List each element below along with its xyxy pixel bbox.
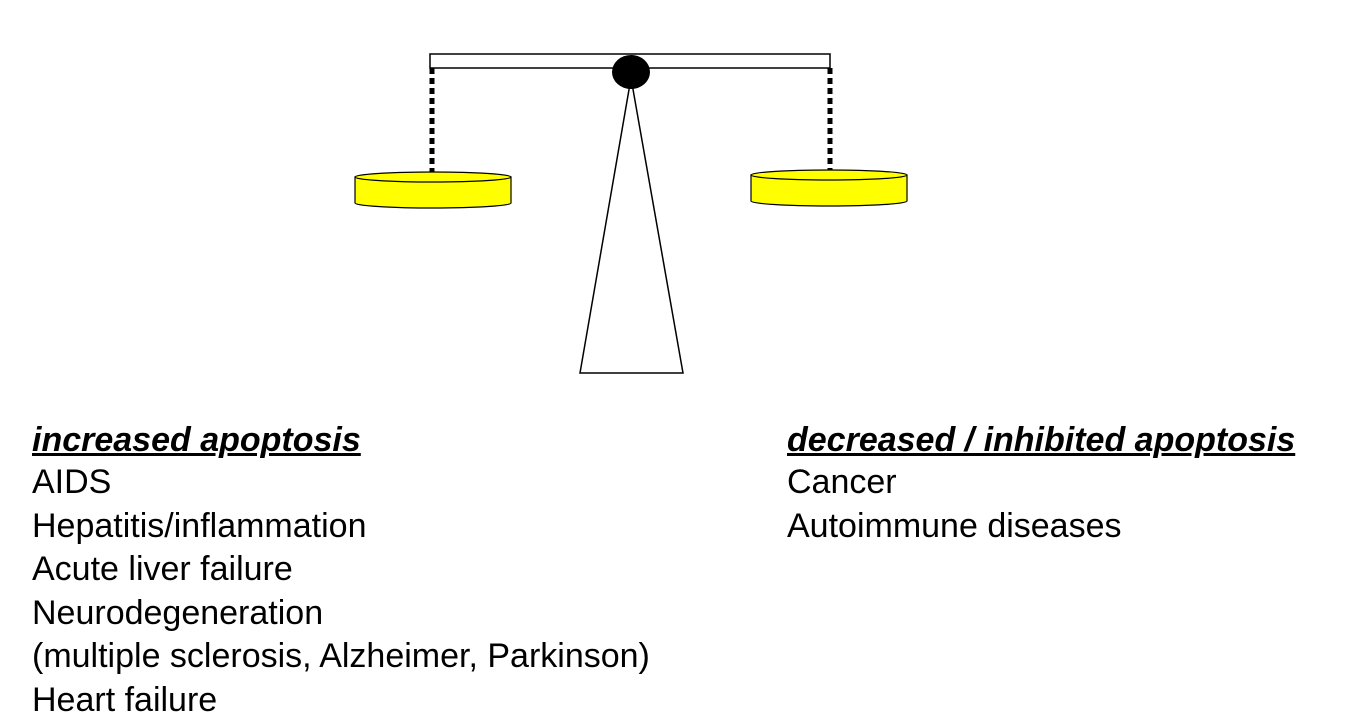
list-item: (multiple sclerosis, Alzheimer, Parkinso… [32,637,650,675]
list-item: Heart failure [32,680,218,719]
decreased-apoptosis-list: Cancer Autoimmune diseases [787,461,1295,548]
decreased-apoptosis-heading: decreased / inhibited apoptosis [787,421,1296,459]
left-pan [354,171,512,209]
balance-scale-icon [354,53,908,374]
list-item: Neurodegeneration [32,593,324,632]
increased-apoptosis-column: increased apoptosis AIDS Hepatitis/infla… [32,419,650,722]
list-item: AIDS [32,463,112,501]
scale-pivot [612,55,650,89]
increased-apoptosis-list: AIDS Hepatitis/inflammation Acute liver … [32,461,650,722]
right-pan [750,169,908,207]
scale-stand [579,77,684,374]
list-item: Autoimmune diseases [787,506,1122,545]
list-item: Cancer [787,463,897,501]
decreased-apoptosis-column: decreased / inhibited apoptosis Cancer A… [787,419,1295,548]
list-item: Hepatitis/inflammation [32,506,367,545]
increased-apoptosis-heading: increased apoptosis [32,421,361,459]
list-item: Acute liver failure [32,550,293,588]
